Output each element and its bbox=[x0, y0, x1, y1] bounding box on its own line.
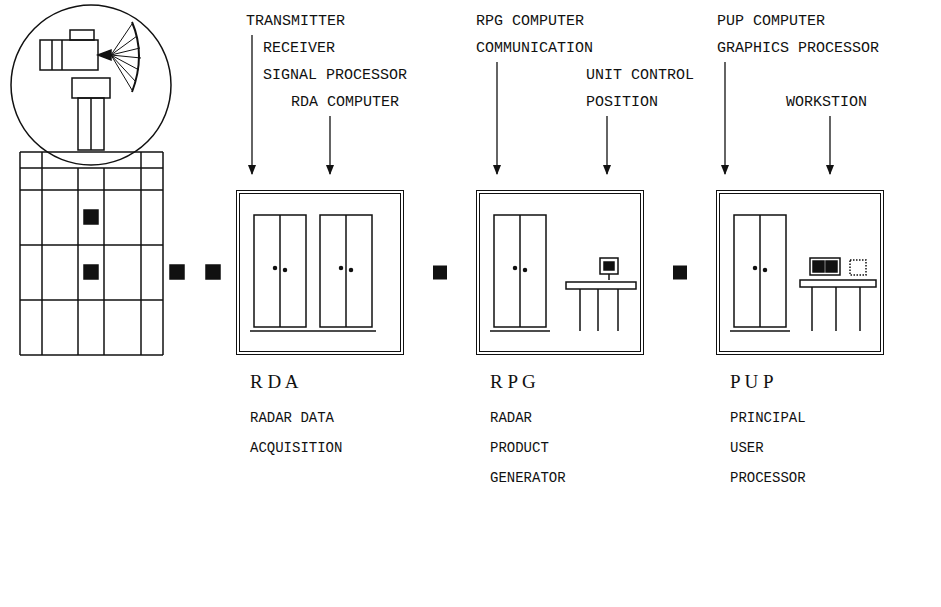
unit-abbreviation: R P G bbox=[490, 371, 536, 393]
component-label: WORKSTION bbox=[785, 89, 868, 116]
component-label: GRAPHICS PROCESSOR bbox=[716, 35, 880, 62]
computer-and-desk bbox=[490, 215, 636, 331]
cabinets bbox=[250, 215, 376, 331]
link-square bbox=[644, 266, 716, 280]
unit-name: PRINCIPAL USER PROCESSOR bbox=[730, 403, 806, 493]
component-label: RPG COMPUTER bbox=[475, 8, 585, 35]
unit-name: RADAR DATA ACQUISITION bbox=[250, 403, 342, 463]
link-square bbox=[206, 265, 220, 279]
workstation bbox=[730, 215, 876, 331]
system-box: R P GRADAR PRODUCT GENERATOR bbox=[476, 190, 644, 355]
component-label: COMMUNICATION bbox=[475, 35, 594, 62]
component-label: RDA COMPUTER bbox=[290, 89, 400, 116]
system-box: R D ARADAR DATA ACQUISITION bbox=[236, 190, 404, 355]
radar-tower bbox=[11, 5, 171, 355]
link-square bbox=[404, 266, 476, 280]
system-box: P U PPRINCIPAL USER PROCESSOR bbox=[716, 190, 884, 355]
component-label: SIGNAL PROCESSOR bbox=[262, 62, 408, 89]
unit-name: RADAR PRODUCT GENERATOR bbox=[490, 403, 566, 493]
unit-abbreviation: R D A bbox=[250, 371, 299, 393]
component-label: RECEIVER bbox=[262, 35, 336, 62]
component-label: UNIT CONTROL POSITION bbox=[585, 62, 709, 116]
unit-abbreviation: P U P bbox=[730, 371, 774, 393]
component-label: TRANSMITTER bbox=[245, 8, 346, 35]
link-square bbox=[170, 265, 184, 279]
component-label: PUP COMPUTER bbox=[716, 8, 826, 35]
